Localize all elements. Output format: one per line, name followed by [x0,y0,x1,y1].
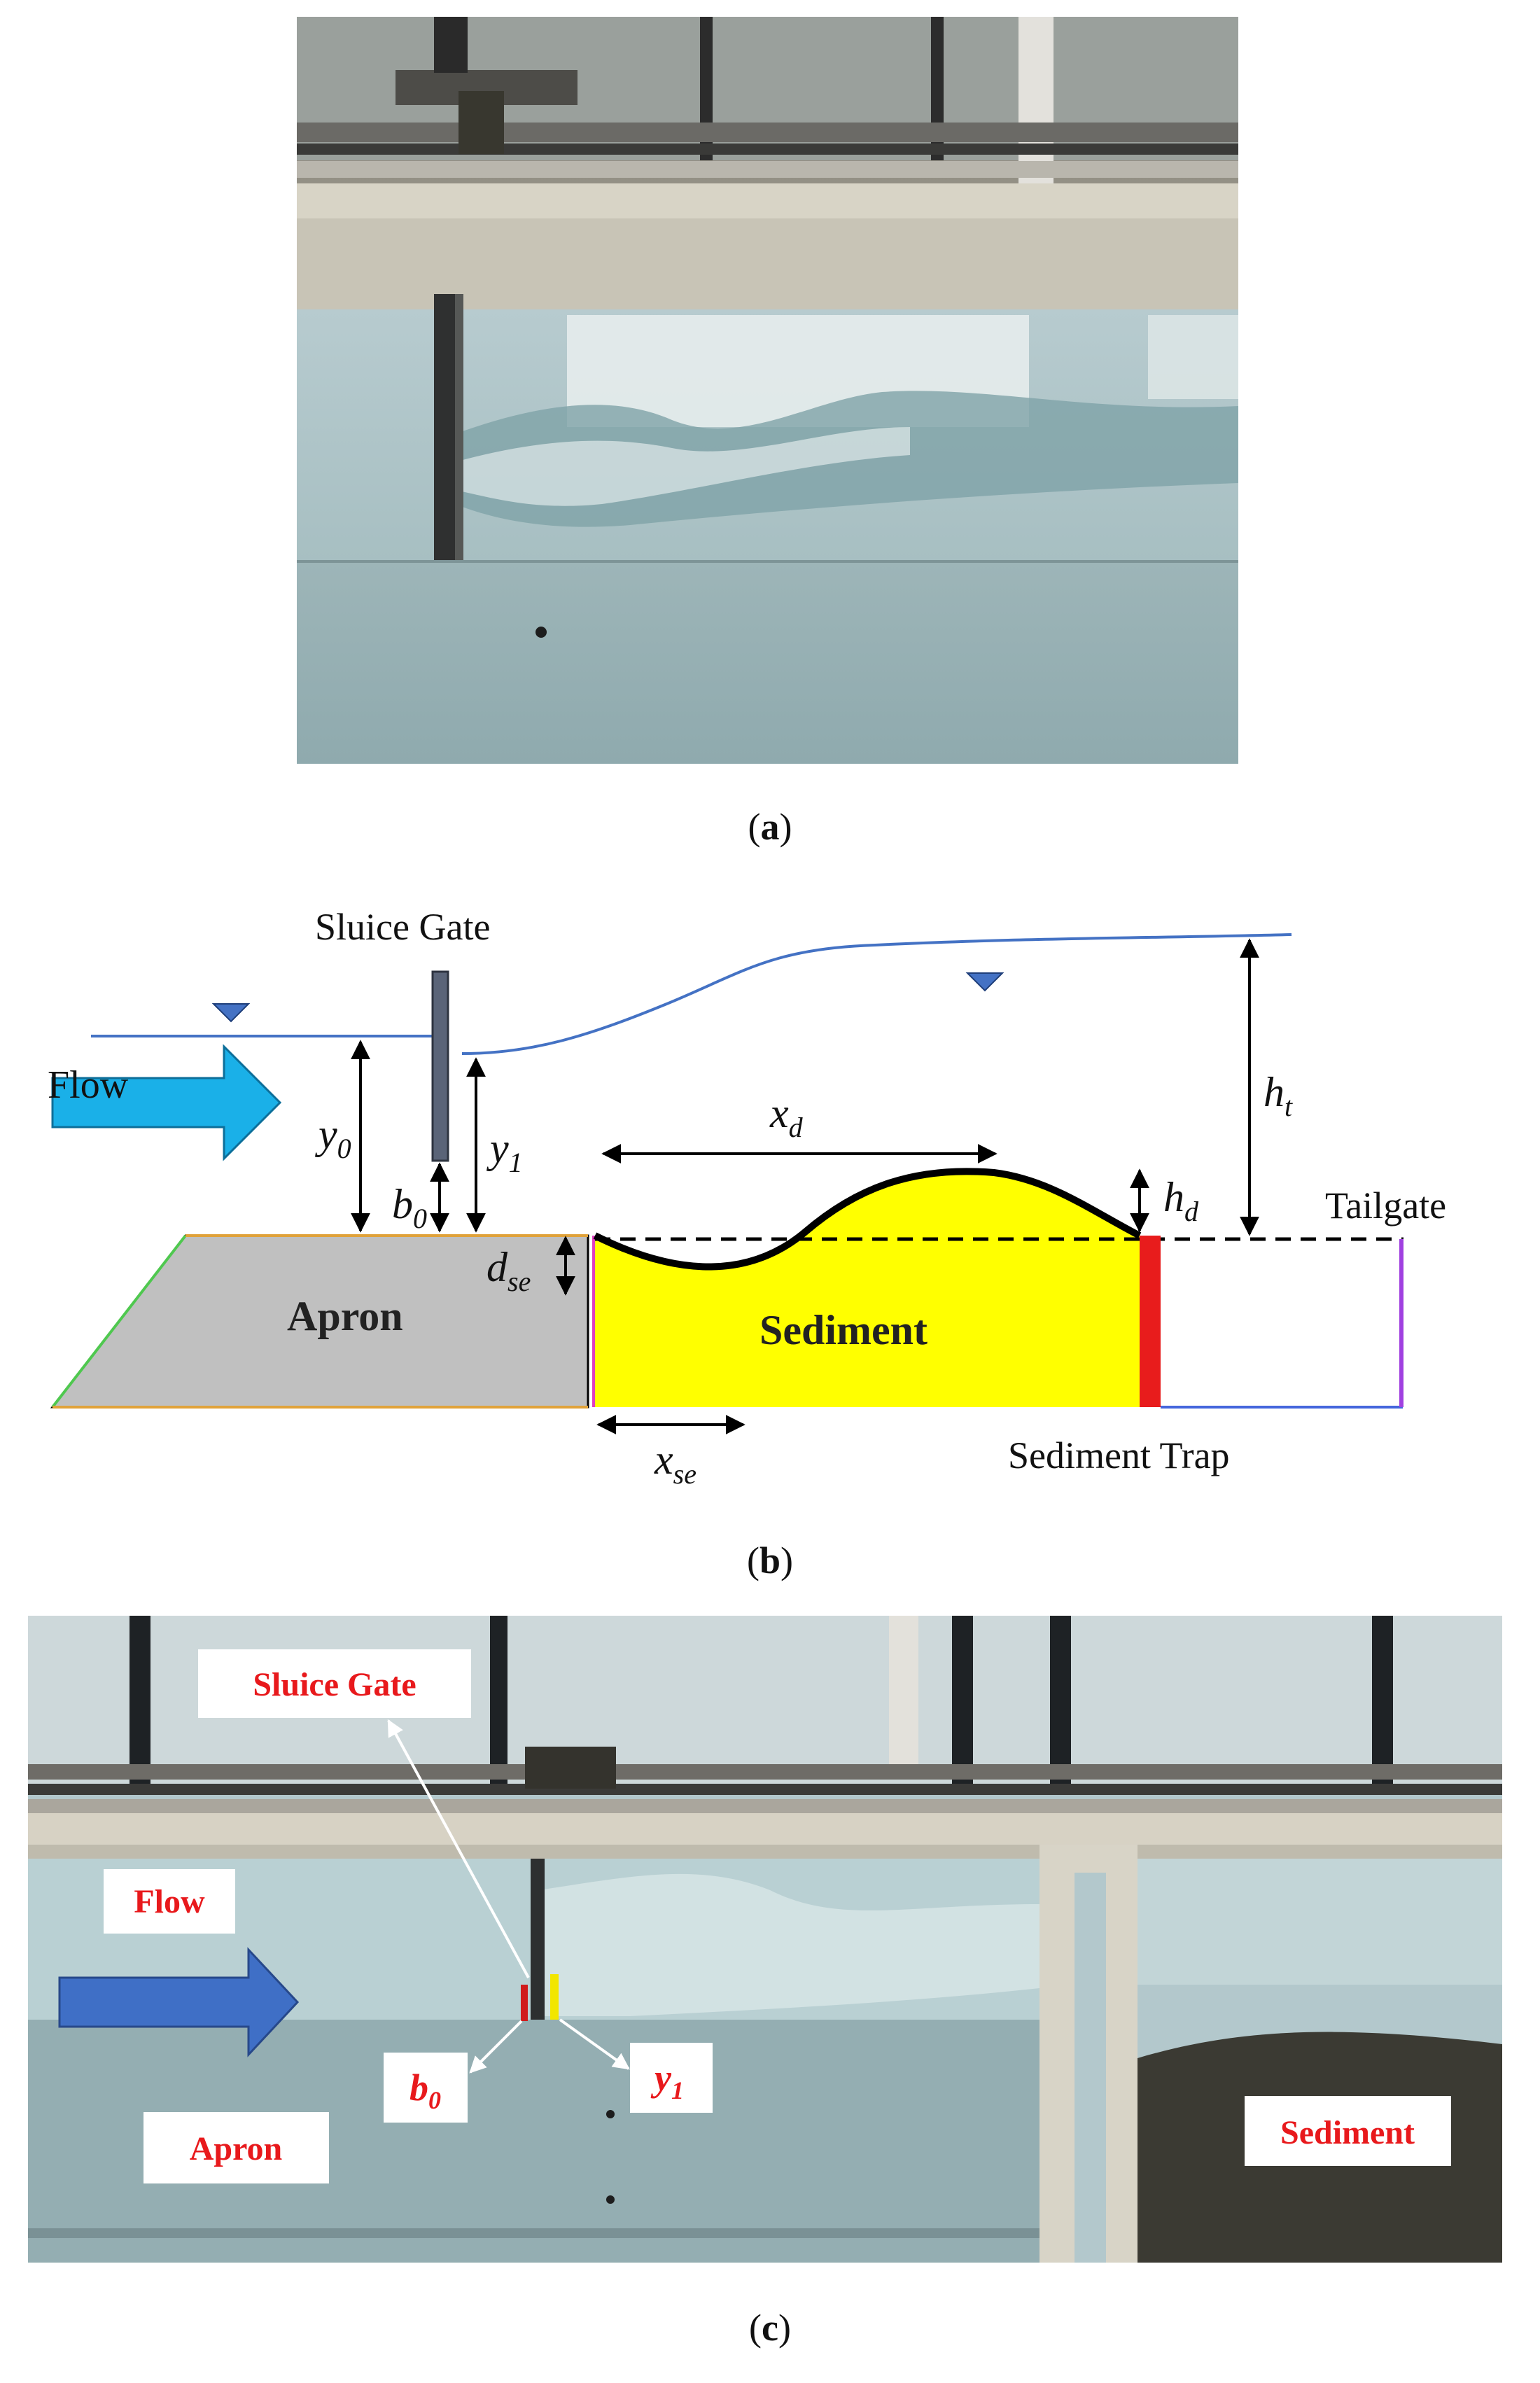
y0-symbol: y0 [314,1111,351,1164]
flow-arrow-icon [58,1947,300,2057]
schematic-diagram: Sluice Gate Flow Apron Sediment Sediment… [48,906,1446,1490]
b0-symbol: b0 [392,1181,427,1234]
apron-label: Apron [287,1293,403,1339]
flow-box [104,1869,235,1934]
flow-arrow-icon [51,1044,282,1161]
y1-pointer [559,2018,630,2070]
apron-label: Apron [190,2130,283,2167]
sluice-gate-label: Sluice Gate [315,906,490,948]
sediment-trap-box [1161,1239,1403,1409]
tailgate-label: Tailgate [1325,1184,1446,1227]
sluice-gate-box [198,1649,471,1718]
b0-label: b0 [410,2067,441,2114]
hd-symbol: hd [1163,1174,1199,1227]
photo-sluice-gate-jump [297,17,1238,764]
panel-c: Sluice Gate Flow Apron Sediment b0 y1 (c… [0,1596,1540,2383]
caption-c-letter: c [762,2307,778,2349]
sluice-gate-label: Sluice Gate [253,1666,416,1703]
water-level-triangle-icon [211,1003,251,1023]
y1-marker [550,1974,559,2020]
ht-symbol: ht [1264,1069,1293,1122]
sediment-shape [595,1170,1140,1407]
caption-b: (b) [746,1539,793,1581]
dse-symbol: dse [486,1244,531,1297]
apron-box [144,2112,329,2183]
caption-a: (a) [748,806,792,848]
y1-label: y1 [650,2057,684,2104]
sediment-label: Sediment [760,1307,927,1353]
sluice-gate-pointer [387,1719,530,1978]
b0-pointer [469,2020,523,2074]
y1-symbol: y1 [486,1125,523,1178]
downstream-water-line [461,933,1292,1055]
trap-wall [1140,1236,1161,1407]
caption-c: (c) [749,2307,791,2349]
flow-label: Flow [48,1063,129,1107]
photo-flume-labeled: Sluice Gate Flow Apron Sediment b0 y1 [28,1616,1502,2263]
sediment-trap-label: Sediment Trap [1008,1434,1230,1476]
scour-profile [593,1168,1142,1271]
sediment-box [1245,2096,1451,2166]
panel-b: Sluice Gate Flow Apron Sediment Sediment… [0,882,1540,1596]
flow-label: Flow [134,1883,205,1920]
water-level-triangle-icon [965,972,1004,992]
sluice-gate-plate [431,970,449,1162]
caption-a-letter: a [760,806,780,848]
xse-symbol: xse [654,1437,696,1490]
y1-box [630,2043,713,2113]
b0-marker [521,1985,528,2021]
panel-a: (a) [0,0,1540,882]
xd-symbol: xd [769,1090,804,1143]
sediment-label: Sediment [1280,2114,1415,2151]
caption-b-letter: b [759,1539,781,1581]
b0-box [384,2053,468,2123]
